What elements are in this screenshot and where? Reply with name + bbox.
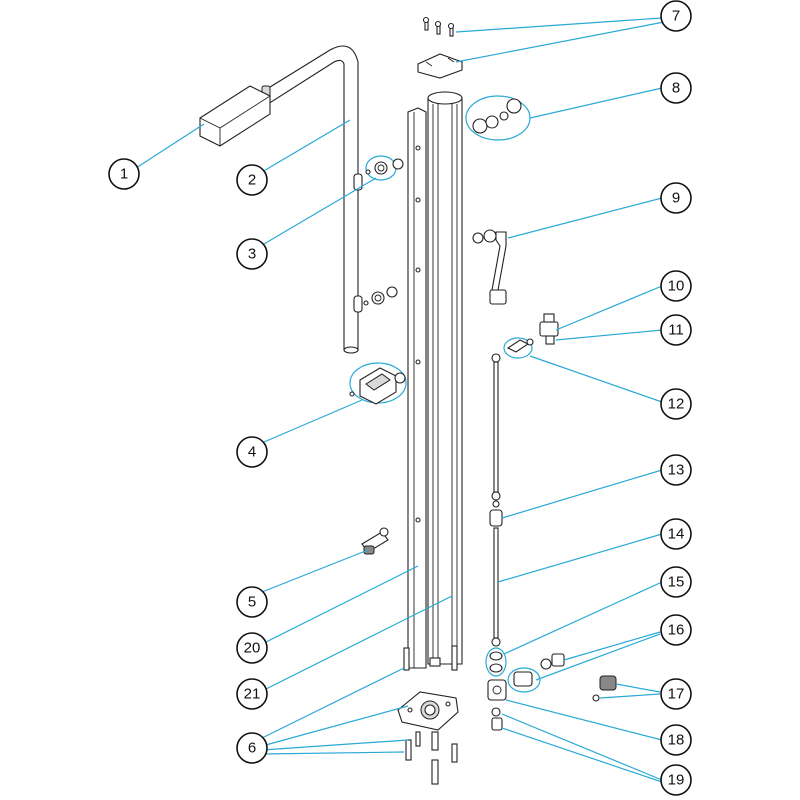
callout-label-18: 18 (668, 732, 685, 749)
leader-18 (505, 699, 663, 741)
callout-label-14: 14 (668, 526, 685, 543)
leader-3 (263, 177, 377, 245)
callout-label-1: 1 (120, 166, 128, 183)
leader-4 (263, 399, 363, 443)
leader-16a (563, 631, 661, 661)
callout-1: 1 (108, 158, 140, 190)
callout-21: 21 (236, 678, 268, 710)
part-19-bottom-fittings (491, 707, 503, 731)
part-18-body (487, 679, 507, 701)
callout-label-8: 8 (672, 80, 680, 97)
tube-pins (353, 173, 363, 313)
part-7-top-cap (417, 16, 463, 79)
callout-14: 14 (660, 518, 692, 550)
callout-3: 3 (236, 238, 268, 270)
leader-13 (501, 469, 663, 519)
leader-lines (135, 17, 665, 783)
callout-label-5: 5 (248, 594, 256, 611)
leader-12 (529, 355, 663, 403)
part-4-bracket (349, 362, 407, 405)
leader-7b (455, 21, 665, 63)
callout-label-6: 6 (248, 740, 256, 757)
leader-15 (503, 581, 663, 655)
leader-2 (261, 119, 351, 173)
part-15-washers (485, 647, 507, 677)
leader-8 (529, 87, 663, 119)
part-2-gooseneck-tube (261, 45, 359, 354)
leader-14 (497, 533, 663, 583)
leader-17a (615, 683, 661, 693)
leader-7a (455, 17, 663, 33)
leader-10 (555, 285, 663, 331)
callout-label-13: 13 (668, 462, 685, 479)
callout-6: 6 (236, 732, 268, 764)
callout-13: 13 (660, 454, 692, 486)
callout-label-3: 3 (248, 246, 256, 263)
part-8-fittings (465, 95, 531, 141)
callout-label-10: 10 (668, 278, 685, 295)
callout-4: 4 (236, 436, 268, 468)
part-12-check-valve (503, 337, 534, 359)
part-20-column-profile (407, 107, 427, 669)
callout-7: 7 (660, 0, 692, 32)
callout-19: 19 (660, 764, 692, 796)
callout-20: 20 (236, 632, 268, 664)
callout-15: 15 (660, 566, 692, 598)
callout-label-9: 9 (672, 190, 680, 207)
callout-9: 9 (660, 182, 692, 214)
callout-8: 8 (660, 72, 692, 104)
callout-label-11: 11 (668, 322, 684, 339)
part-5-valve-handle (361, 527, 389, 555)
callout-label-20: 20 (244, 640, 261, 657)
part-1-shower-head (199, 85, 271, 147)
part-16-connector (507, 653, 565, 693)
part-3-hardware-lower (363, 286, 398, 306)
leader-6a (261, 667, 405, 739)
leader-6c (261, 739, 409, 751)
leader-1 (135, 123, 205, 169)
leader-17b (599, 693, 661, 699)
leader-19b (501, 727, 663, 783)
callout-label-17: 17 (668, 686, 685, 703)
callout-16: 16 (660, 614, 692, 646)
leader-16b (535, 633, 661, 681)
callout-label-16: 16 (668, 622, 685, 639)
part-6-base-plate (397, 645, 459, 785)
leader-21 (263, 595, 453, 691)
part-13-14-pipe (489, 353, 503, 647)
leader-11 (555, 329, 663, 341)
callout-18: 18 (660, 724, 692, 756)
callout-17: 17 (660, 678, 692, 710)
leader-9 (507, 197, 663, 239)
leader-6b (261, 705, 409, 747)
leader-20 (261, 565, 419, 645)
callout-label-4: 4 (248, 444, 256, 461)
callout-label-12: 12 (668, 396, 685, 413)
part-17-hose-connector (592, 675, 617, 702)
part-3-hardware-upper (365, 155, 404, 181)
callout-label-7: 7 (672, 8, 680, 25)
callout-10: 10 (660, 270, 692, 302)
leader-19a (501, 713, 663, 781)
callout-2: 2 (236, 164, 268, 196)
part-9-hose (472, 229, 507, 305)
leader-5 (261, 549, 369, 593)
callout-12: 12 (660, 388, 692, 420)
part-21-inner-column (427, 91, 463, 667)
callout-5: 5 (236, 586, 268, 618)
callout-label-15: 15 (668, 574, 685, 591)
leader-6d (261, 751, 405, 755)
callout-11: 11 (660, 314, 692, 346)
callout-label-21: 21 (244, 686, 261, 703)
callout-label-19: 19 (668, 772, 685, 789)
callout-label-2: 2 (248, 172, 256, 189)
part-10-11-tee (539, 313, 559, 345)
